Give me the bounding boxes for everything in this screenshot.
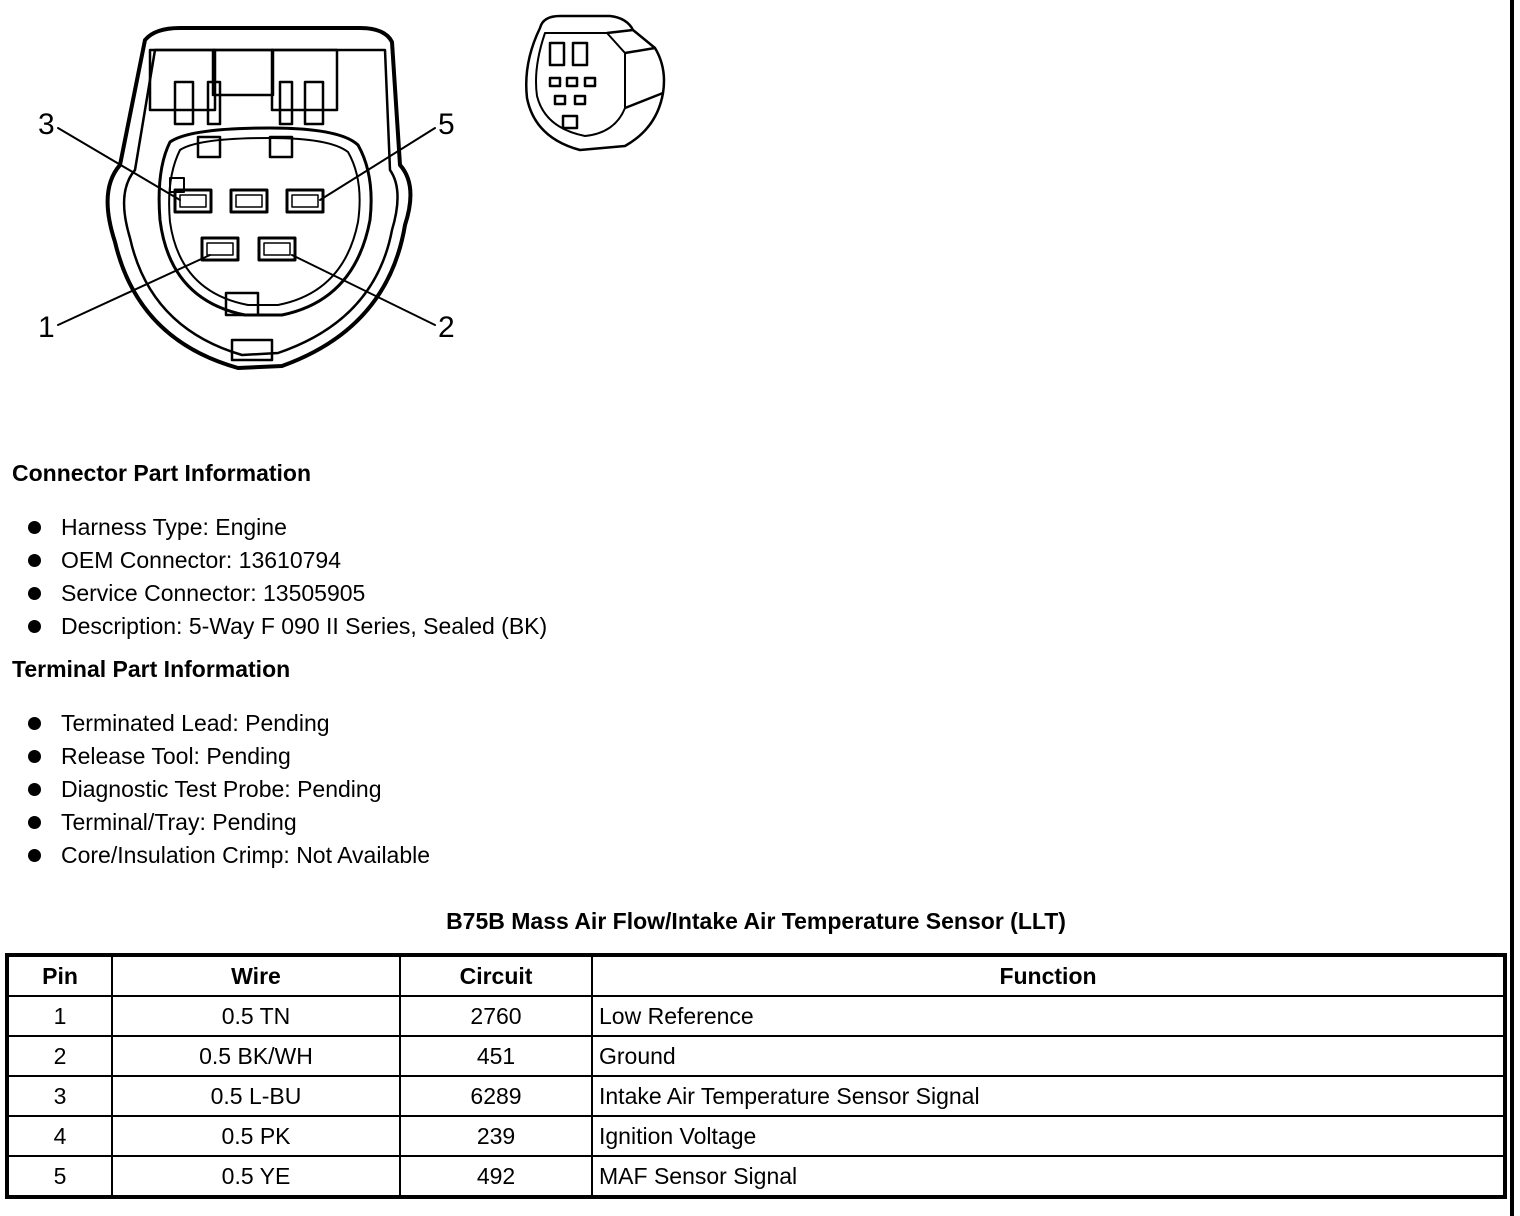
connector-info-heading: Connector Part Information (12, 460, 312, 486)
cell-function: Ignition Voltage (591, 1115, 1506, 1157)
bullet-icon (28, 849, 41, 862)
header-pin: Pin (6, 954, 113, 997)
cell-function: MAF Sensor Signal (591, 1155, 1506, 1198)
connector-face-diagram: 3 5 1 2 (38, 26, 455, 370)
list-item: Terminal/Tray: Pending (28, 806, 430, 839)
connector-outer-housing (105, 26, 413, 370)
cell-wire: 0.5 TN (111, 995, 401, 1037)
list-item: Service Connector: 13505905 (28, 577, 547, 610)
pin-callout-2: 2 (438, 311, 455, 344)
header-function: Function (591, 954, 1506, 997)
cell-circuit: 239 (399, 1115, 593, 1157)
pin-cavity-2 (257, 236, 297, 262)
cell-function: Ground (591, 1035, 1506, 1077)
pin-cavity-4 (229, 188, 269, 214)
connector-info-list: Harness Type: Engine OEM Connector: 1361… (28, 511, 547, 643)
pin-cavity-1 (200, 236, 240, 262)
bullet-icon (28, 750, 41, 763)
list-item: OEM Connector: 13610794 (28, 544, 547, 577)
cell-circuit: 2760 (399, 995, 593, 1037)
cell-wire: 0.5 BK/WH (111, 1035, 401, 1077)
list-item: Harness Type: Engine (28, 511, 547, 544)
cell-wire: 0.5 PK (111, 1115, 401, 1157)
pinout-table: Pin Wire Circuit Function 1 0.5 TN 2760 … (5, 953, 1507, 1199)
table-row: 3 0.5 L-BU 6289 Intake Air Temperature S… (6, 1075, 1506, 1117)
list-item: Description: 5-Way F 090 II Series, Seal… (28, 610, 547, 643)
bullet-icon (28, 620, 41, 633)
pin-cavity-5 (285, 188, 325, 214)
terminal-info-heading: Terminal Part Information (12, 656, 291, 682)
cell-pin: 1 (6, 995, 113, 1037)
cell-function: Intake Air Temperature Sensor Signal (591, 1075, 1506, 1117)
table-row: 4 0.5 PK 239 Ignition Voltage (6, 1115, 1506, 1157)
cell-wire: 0.5 L-BU (111, 1075, 401, 1117)
pin-callout-1: 1 (38, 311, 55, 344)
bullet-icon (28, 554, 41, 567)
header-circuit: Circuit (399, 954, 593, 997)
table-row: 2 0.5 BK/WH 451 Ground (6, 1035, 1506, 1077)
cell-circuit: 492 (399, 1155, 593, 1198)
terminal-info-list: Terminated Lead: Pending Release Tool: P… (28, 707, 430, 872)
cell-circuit: 451 (399, 1035, 593, 1077)
cell-function: Low Reference (591, 995, 1506, 1037)
page-right-border (1510, 0, 1514, 1216)
list-item: Release Tool: Pending (28, 740, 430, 773)
bullet-icon (28, 521, 41, 534)
cell-pin: 5 (6, 1155, 113, 1198)
pin-callout-5: 5 (438, 108, 455, 141)
list-item: Diagnostic Test Probe: Pending (28, 773, 430, 806)
bullet-icon (28, 816, 41, 829)
table-row: 1 0.5 TN 2760 Low Reference (6, 995, 1506, 1037)
list-item: Terminated Lead: Pending (28, 707, 430, 740)
bullet-icon (28, 587, 41, 600)
pin-callout-3: 3 (38, 108, 55, 141)
cell-pin: 3 (6, 1075, 113, 1117)
cell-wire: 0.5 YE (111, 1155, 401, 1198)
table-title: B75B Mass Air Flow/Intake Air Temperatur… (446, 908, 1066, 934)
cell-pin: 2 (6, 1035, 113, 1077)
header-wire: Wire (111, 954, 401, 997)
table-header-row: Pin Wire Circuit Function (6, 954, 1506, 997)
cell-circuit: 6289 (399, 1075, 593, 1117)
table-row: 5 0.5 YE 492 MAF Sensor Signal (6, 1155, 1506, 1198)
pin-cavity-3 (173, 188, 213, 214)
connector-isometric-illustration (525, 14, 666, 152)
list-item: Core/Insulation Crimp: Not Available (28, 839, 430, 872)
cell-pin: 4 (6, 1115, 113, 1157)
bullet-icon (28, 783, 41, 796)
bullet-icon (28, 717, 41, 730)
